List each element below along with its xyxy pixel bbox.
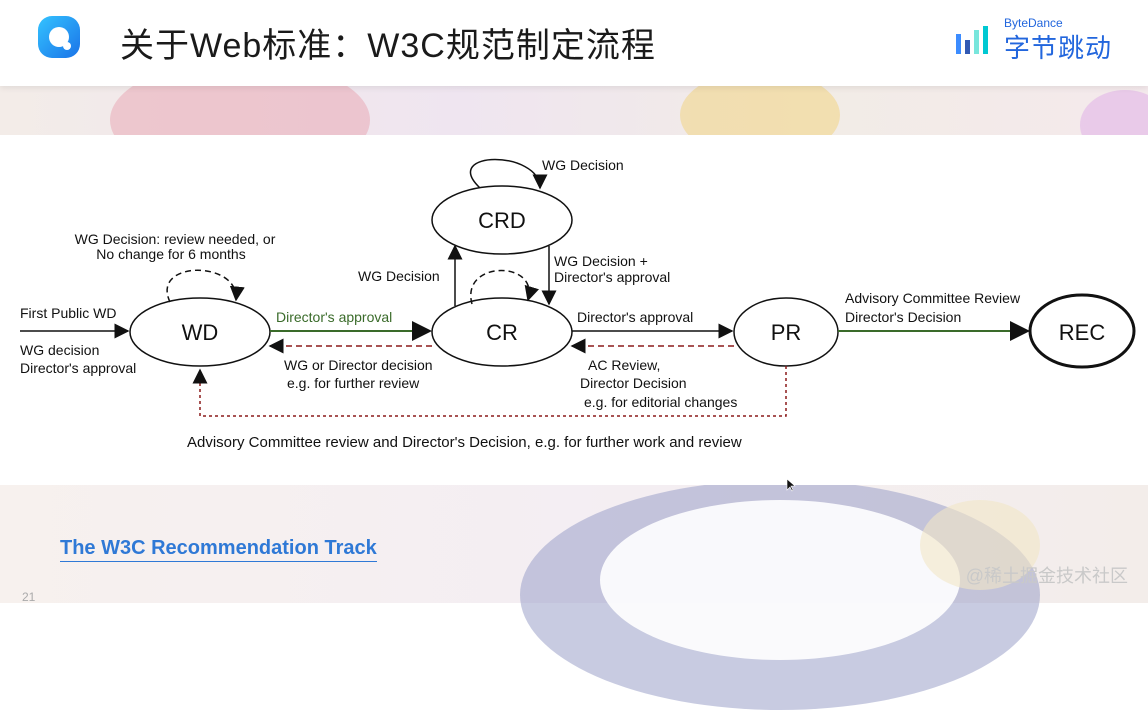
diagram-panel: WD CRD CR PR REC WG Decision WG Decision…: [0, 135, 1148, 485]
bytedance-logo-icon: [956, 26, 988, 54]
header-bar: 关于Web标准：W3C规范制定流程 ByteDance 字节跳动: [0, 0, 1148, 86]
bottom-path-label: Advisory Committee review and Director's…: [187, 434, 742, 451]
wd-to-cr-label: Director's approval: [276, 309, 392, 325]
watermark: @稀土掘金技术社区: [965, 566, 1128, 586]
wg-decision-label: WG decision: [20, 342, 99, 358]
page-title: 关于Web标准：W3C规范制定流程: [120, 27, 656, 65]
background-blob: [600, 500, 960, 660]
pr-to-rec-label-1: Advisory Committee Review: [845, 290, 1021, 306]
cr-to-pr-label: Director's approval: [577, 309, 693, 325]
cr-self-loop-arrow: [470, 269, 540, 305]
crd-to-cr-label-1: WG Decision +: [554, 253, 648, 269]
cr-back-label-1: WG or Director decision: [284, 357, 433, 373]
w3c-process-diagram: WD CRD CR PR REC WG Decision WG Decision…: [20, 157, 1136, 451]
node-label-crd: CRD: [478, 208, 526, 233]
crd-loop-label: WG Decision: [542, 157, 624, 173]
directors-approval-label: Director's approval: [20, 360, 136, 376]
page-number: 21: [22, 590, 36, 604]
first-public-label: First Public WD: [20, 305, 116, 321]
cr-back-label-2: e.g. for further review: [287, 375, 420, 391]
crd-self-loop-arrow: [469, 158, 548, 190]
wd-self-loop-arrow: [166, 269, 245, 303]
background-blob: [920, 500, 1040, 590]
pr-back-label-1: AC Review,: [588, 357, 660, 373]
app-logo-icon: [38, 16, 80, 58]
brand-name-cn: 字节跳动: [1004, 33, 1113, 63]
slide-caption: The W3C Recommendation Track: [60, 537, 377, 562]
wd-loop-label-2: No change for 6 months: [96, 246, 245, 262]
wd-loop-label-1: WG Decision: review needed, or: [75, 231, 276, 247]
node-cr: [431, 297, 573, 367]
node-crd: [431, 185, 573, 255]
pr-to-rec-label-2: Director's Decision: [845, 309, 961, 325]
brand-name-en: ByteDance: [1004, 16, 1063, 30]
crd-to-cr-label-2: Director's approval: [554, 269, 670, 285]
pr-to-wd-bottom-arrow: [192, 366, 787, 417]
node-label-pr: PR: [771, 320, 802, 345]
pr-back-label-3: e.g. for editorial changes: [584, 394, 737, 410]
node-label-rec: REC: [1059, 320, 1106, 345]
brand-logo: ByteDance 字节跳动: [956, 14, 1116, 64]
mouse-cursor-icon: [786, 478, 796, 492]
cr-to-crd-label: WG Decision: [358, 268, 440, 284]
node-rec: [1028, 293, 1136, 369]
pr-back-label-2: Director Decision: [580, 375, 687, 391]
node-label-wd: WD: [182, 320, 219, 345]
node-label-cr: CR: [486, 320, 518, 345]
